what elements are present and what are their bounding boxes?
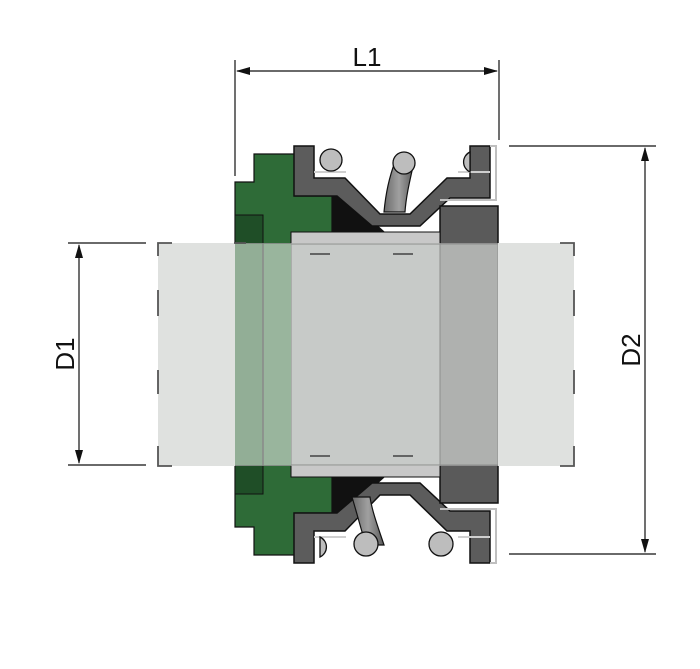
spring-coil-icon: [319, 148, 343, 172]
dimension-D2: D2: [509, 145, 656, 555]
label-L1: L1: [353, 42, 382, 72]
dimension-L1: L1: [234, 42, 500, 176]
label-D1: D1: [50, 337, 80, 370]
rotating-ring-top: [439, 205, 499, 245]
dimension-D1: D1: [50, 242, 146, 466]
label-D2: D2: [616, 333, 646, 366]
seal-top-half: [234, 145, 499, 245]
seal-bottom-half: [234, 464, 499, 564]
seat-inner-top: [234, 214, 264, 245]
sleeve-and-shaft: [157, 242, 575, 467]
